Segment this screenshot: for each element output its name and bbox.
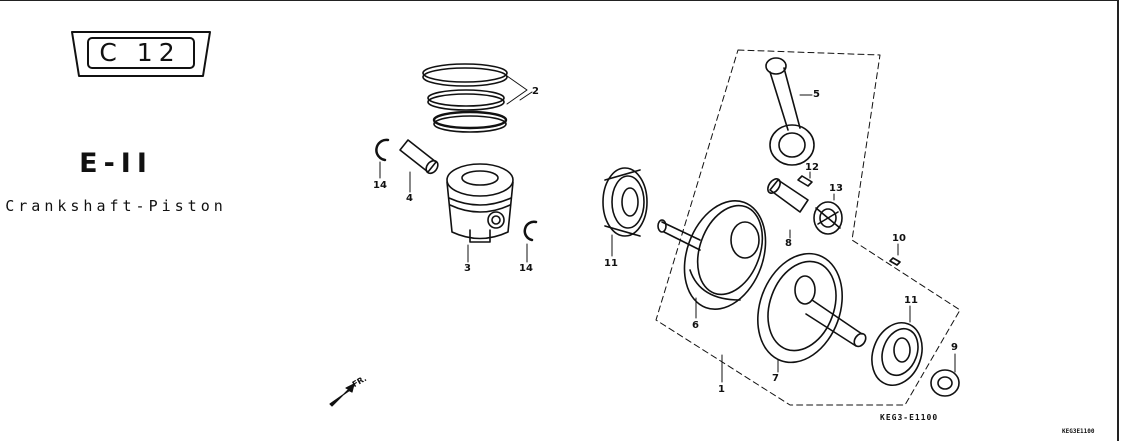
callout-bearing-right: 11 xyxy=(904,295,918,306)
section-code: C 12 xyxy=(99,38,181,67)
piston-pin-clip-right xyxy=(523,220,538,242)
callout-crankshaft-assembly: 1 xyxy=(718,384,725,395)
callout-oil-seal: 9 xyxy=(951,342,958,353)
callout-crank-left: 6 xyxy=(692,320,699,331)
callout-bearing-left: 11 xyxy=(604,258,618,269)
group-code: E-II xyxy=(79,148,153,179)
group-title: Crankshaft-Piston xyxy=(5,197,227,215)
assembly-boundary xyxy=(655,49,961,406)
radial-ball-bearing-right xyxy=(871,322,923,386)
piston-rings xyxy=(422,63,508,133)
drawing-code: KEG3-E1100 xyxy=(880,413,939,422)
piston-pin-clip-left xyxy=(375,138,390,162)
needle-roller-bearing xyxy=(813,201,843,235)
front-direction-arrow xyxy=(329,383,355,407)
connecting-rod xyxy=(765,57,815,166)
callout-connecting-rod: 5 xyxy=(813,89,820,100)
crank-right-half xyxy=(757,252,867,364)
image-code: KEG3E1100 xyxy=(1062,428,1095,435)
leader-lines xyxy=(379,75,956,383)
piston xyxy=(446,163,514,243)
oil-seal xyxy=(930,369,960,397)
callout-piston-rings: 2 xyxy=(532,86,539,97)
callout-crank-right: 7 xyxy=(772,373,779,384)
callout-needle-bearing: 13 xyxy=(829,183,843,194)
section-code-badge xyxy=(71,31,211,77)
woodruff-key-small xyxy=(889,257,901,266)
callout-piston-pin: 4 xyxy=(406,193,413,204)
callout-crank-pin: 8 xyxy=(785,238,792,249)
woodruff-key xyxy=(797,175,813,187)
callout-woodruff-key-small: 10 xyxy=(892,233,906,244)
radial-ball-bearing-left xyxy=(602,167,648,237)
piston-pin xyxy=(399,139,439,175)
callout-piston-pin-clip-right: 14 xyxy=(519,263,533,274)
callout-woodruff-key: 12 xyxy=(805,162,819,173)
callout-piston-pin-clip-left: 14 xyxy=(373,180,387,191)
crank-left-half xyxy=(657,199,767,311)
crank-pin xyxy=(767,178,809,213)
callout-piston: 3 xyxy=(464,263,471,274)
